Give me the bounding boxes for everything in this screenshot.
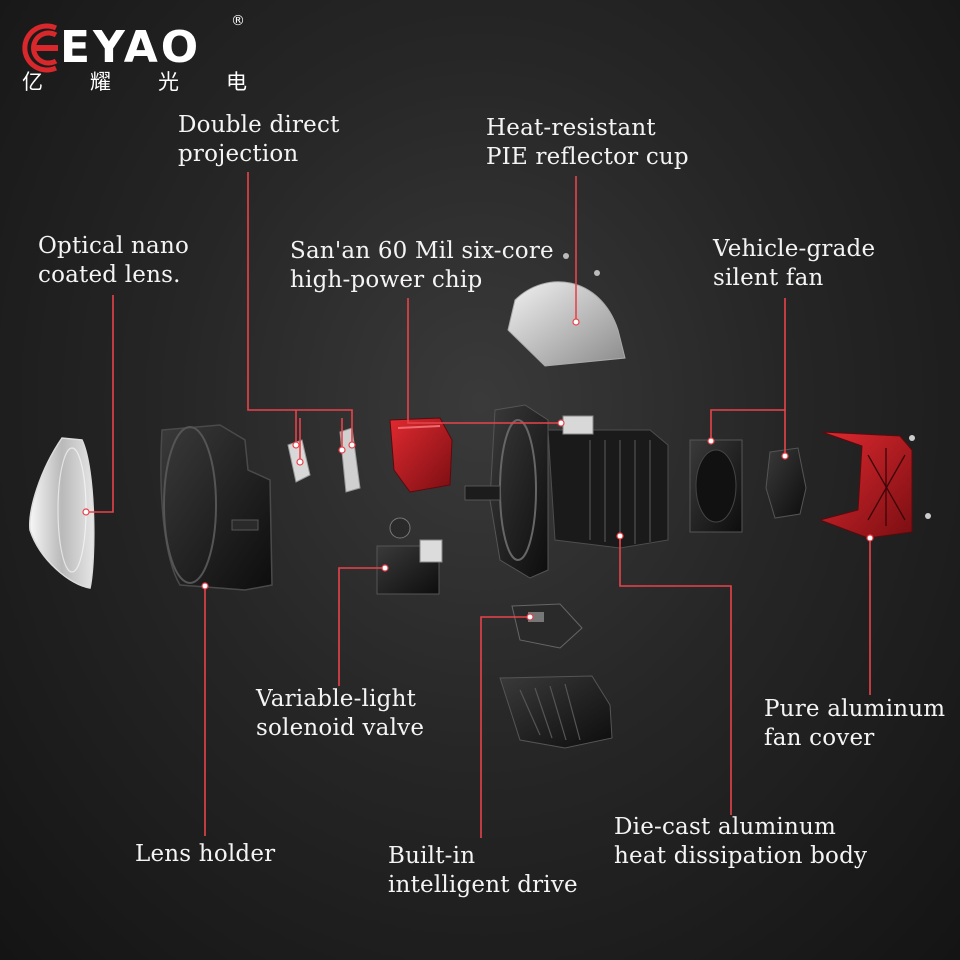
heatsink-body-part xyxy=(548,416,668,548)
leader-projection xyxy=(248,172,352,445)
lens-holder-part xyxy=(161,425,272,590)
bottom-cover-part xyxy=(500,676,612,748)
chip-heatsink-part xyxy=(390,418,452,492)
fan-cover-part xyxy=(820,432,931,538)
label-lens-holder: Lens holder xyxy=(135,840,275,869)
leader-fan xyxy=(711,298,785,441)
main-bracket-part xyxy=(465,405,548,578)
fan-housing-part xyxy=(690,440,742,532)
solenoid-valve-part xyxy=(377,518,442,594)
drive-board-part xyxy=(512,604,582,648)
leader-heat-body xyxy=(620,536,731,815)
